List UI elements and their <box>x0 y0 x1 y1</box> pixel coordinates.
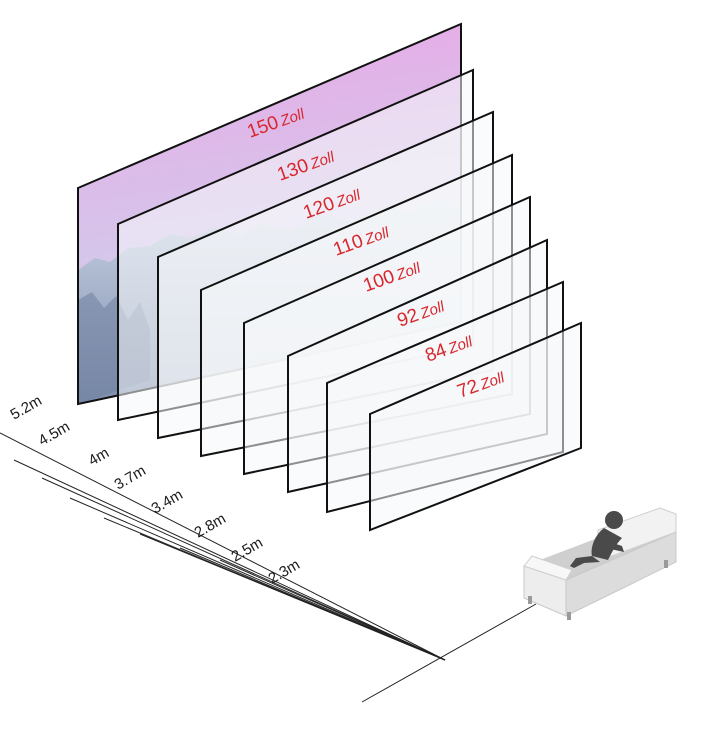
viewing-distance-label: 3.4m <box>149 486 186 517</box>
viewing-distance-label: 5.2m <box>8 392 45 423</box>
screen-stack <box>77 22 582 532</box>
screen-frame <box>369 321 582 532</box>
floor-line <box>179 547 446 661</box>
floor-lines <box>0 432 537 703</box>
viewing-distance-label: 2.3m <box>266 556 303 587</box>
viewing-distance-label: 2.5m <box>229 534 266 565</box>
viewing-guide-line <box>361 603 537 703</box>
person-silhouette <box>570 511 624 568</box>
floor-line <box>0 432 446 661</box>
viewing-distance-label: 3.7m <box>112 462 149 493</box>
floor-line <box>13 459 446 661</box>
floor-line <box>219 559 446 661</box>
viewing-distance-label: 4.5m <box>36 418 73 449</box>
viewing-distance-label: 2.8m <box>192 510 229 541</box>
viewing-distance-label: 4m <box>86 444 113 469</box>
person-on-sofa-icon <box>523 507 677 620</box>
floor-line <box>69 497 446 661</box>
